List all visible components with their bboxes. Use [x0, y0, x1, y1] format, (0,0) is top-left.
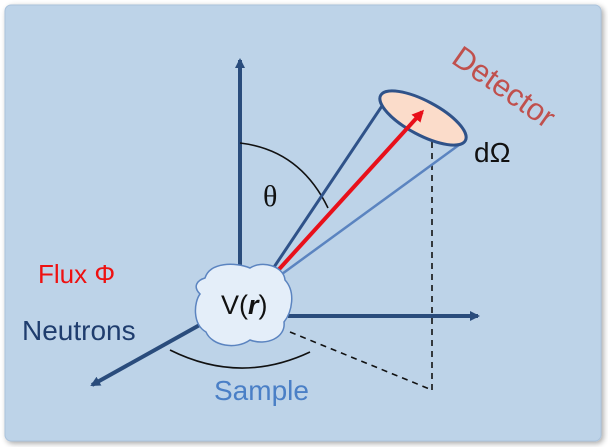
projection-dashed-floor [289, 331, 433, 391]
solid-angle-label: dΩ [474, 137, 511, 168]
potential-prefix: V( [221, 290, 248, 320]
neutron-beam-axis-arrow [90, 320, 206, 387]
cone-line-upper [258, 96, 390, 289]
sample-label: Sample [214, 375, 309, 406]
potential-variable: r [248, 290, 260, 320]
theta-label: θ [263, 180, 277, 213]
flux-label: Flux Φ [38, 259, 115, 289]
azimuth-arc [169, 349, 311, 369]
cone-line-lower [259, 140, 464, 292]
scattered-beam-arrow [260, 109, 425, 290]
potential-suffix: ) [259, 290, 268, 320]
potential-label: V(r) [221, 290, 268, 320]
sample-blob [194, 263, 293, 347]
neutrons-label: Neutrons [22, 315, 136, 346]
